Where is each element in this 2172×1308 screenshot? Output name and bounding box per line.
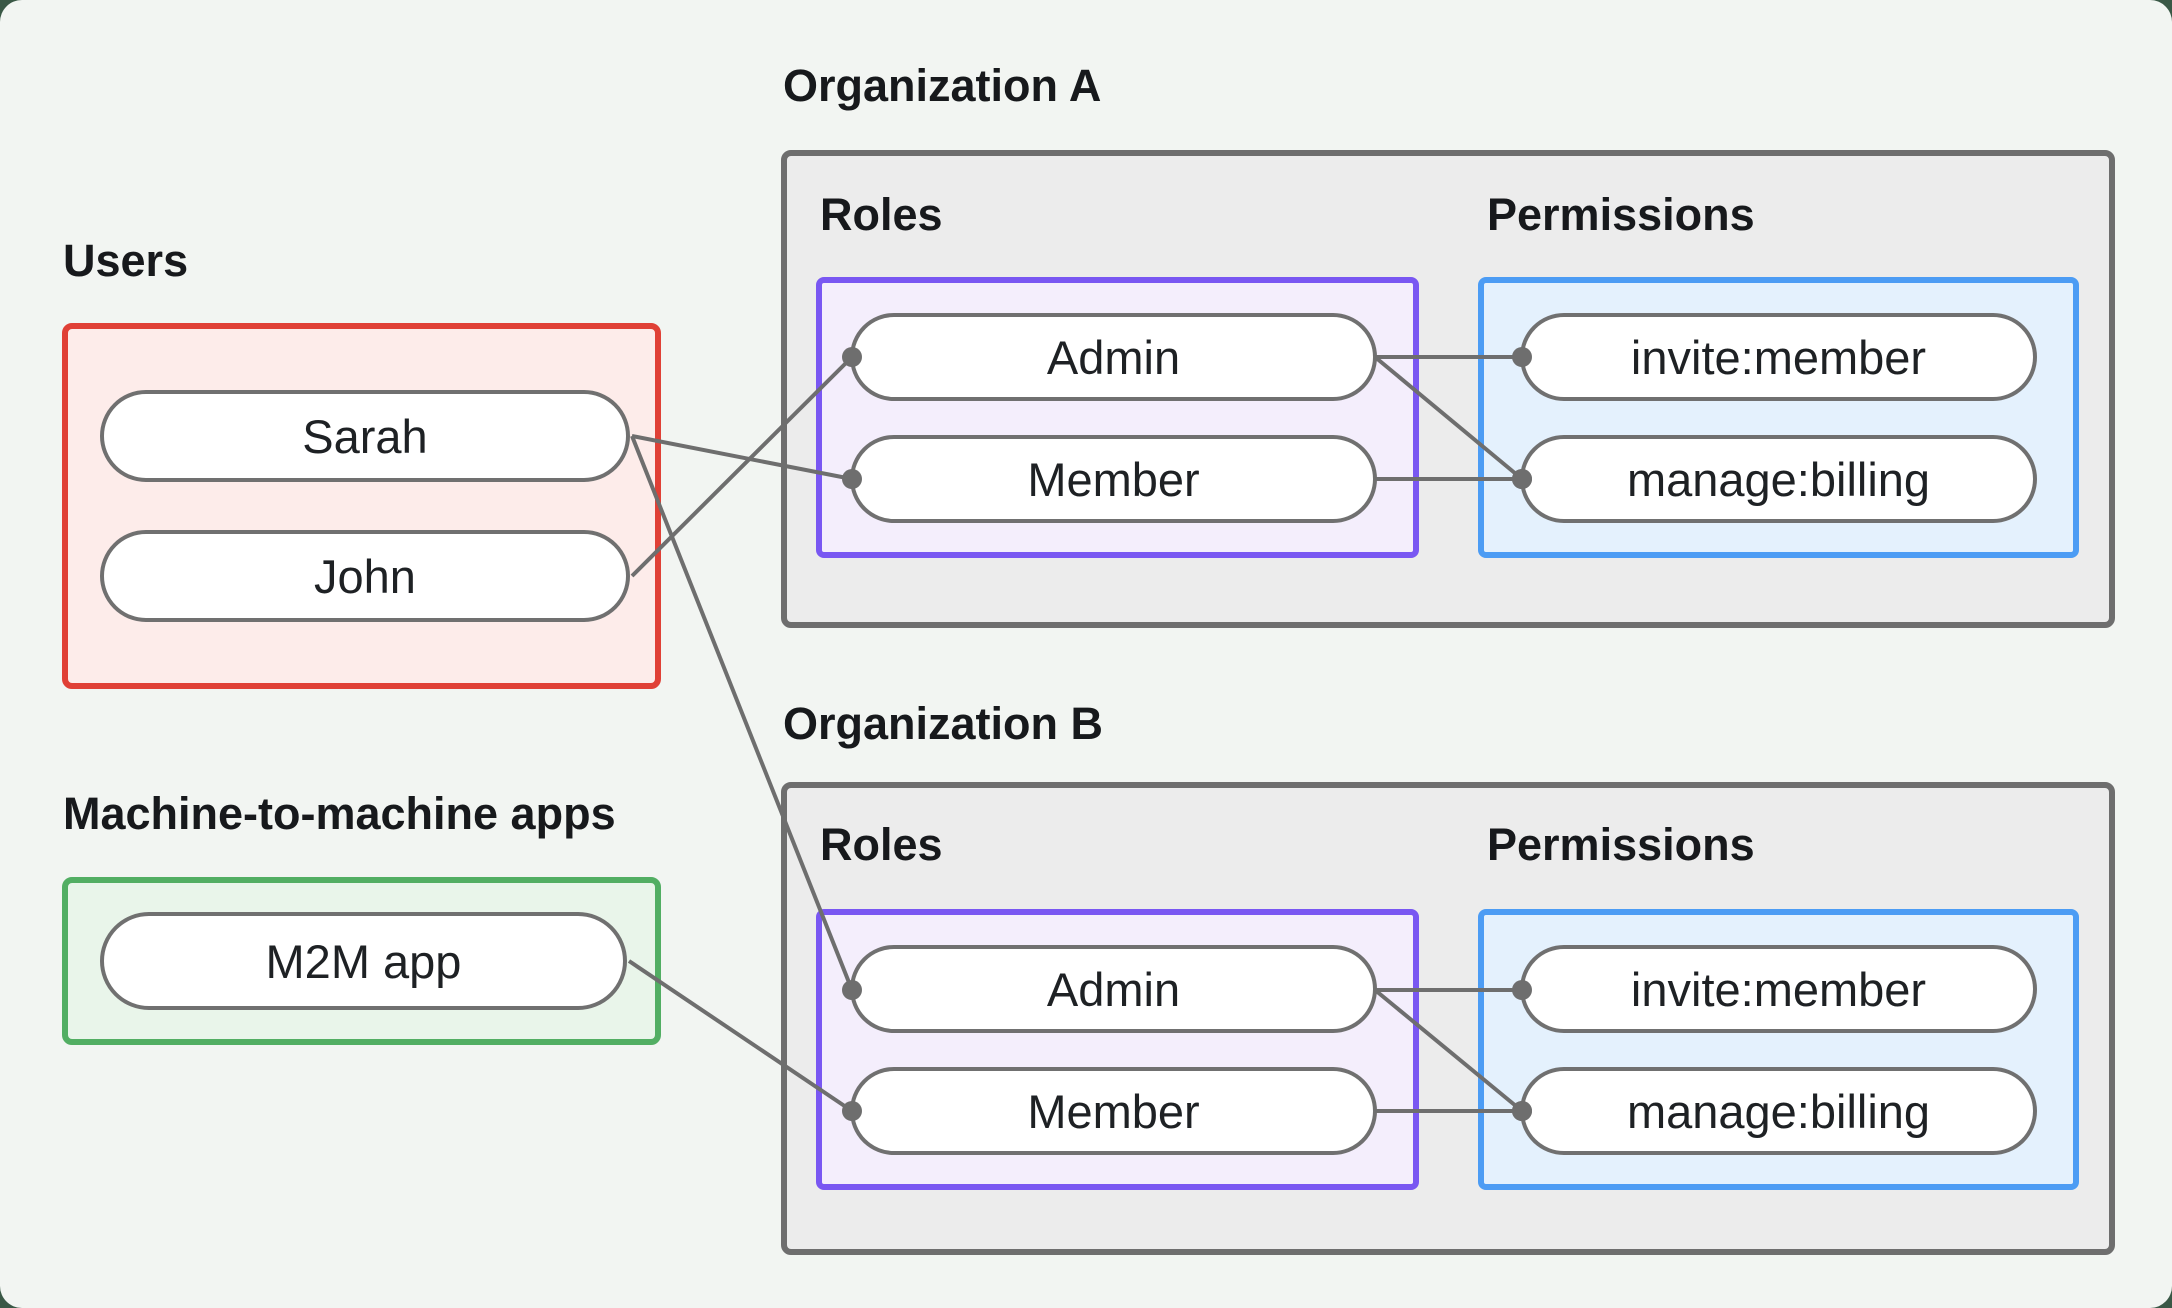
org-b-role-member: Member [850,1067,1377,1155]
user-node-sarah-label: Sarah [302,409,428,463]
org-b-permission-manage-billing: manage:billing [1520,1067,2037,1155]
users-section-title: Users [63,235,189,286]
org-a-role-member: Member [850,435,1377,523]
org-a-role-admin: Admin [850,313,1377,401]
org-a-role-member-label: Member [1027,452,1200,506]
user-node-john: John [100,530,630,622]
m2m-section-title: Machine-to-machine apps [63,788,616,839]
org-b-permission-manage-billing-label: manage:billing [1626,1084,1931,1138]
org-a-title: Organization A [783,60,1102,111]
org-b-role-admin: Admin [850,945,1377,1033]
m2m-app-node: M2M app [100,912,627,1010]
org-b-roles-label: Roles [820,819,943,870]
m2m-app-node-label: M2M app [265,934,462,988]
org-b-title: Organization B [783,698,1104,749]
org-b-role-member-label: Member [1027,1084,1200,1138]
org-a-permission-invite-member-label: invite:member [1630,330,1927,384]
org-b-permissions-label: Permissions [1487,819,1755,870]
org-a-permissions-label: Permissions [1487,189,1755,240]
org-a-role-admin-label: Admin [1046,330,1181,384]
users-group-box [62,323,661,689]
org-b-permission-invite-member: invite:member [1520,945,2037,1033]
org-a-roles-label: Roles [820,189,943,240]
org-a-permission-manage-billing-label: manage:billing [1626,452,1931,506]
org-b-permission-invite-member-label: invite:member [1630,962,1927,1016]
org-b-role-admin-label: Admin [1046,962,1181,1016]
user-node-sarah: Sarah [100,390,630,482]
user-node-john-label: John [314,549,416,603]
org-a-permission-manage-billing: manage:billing [1520,435,2037,523]
org-a-permission-invite-member: invite:member [1520,313,2037,401]
